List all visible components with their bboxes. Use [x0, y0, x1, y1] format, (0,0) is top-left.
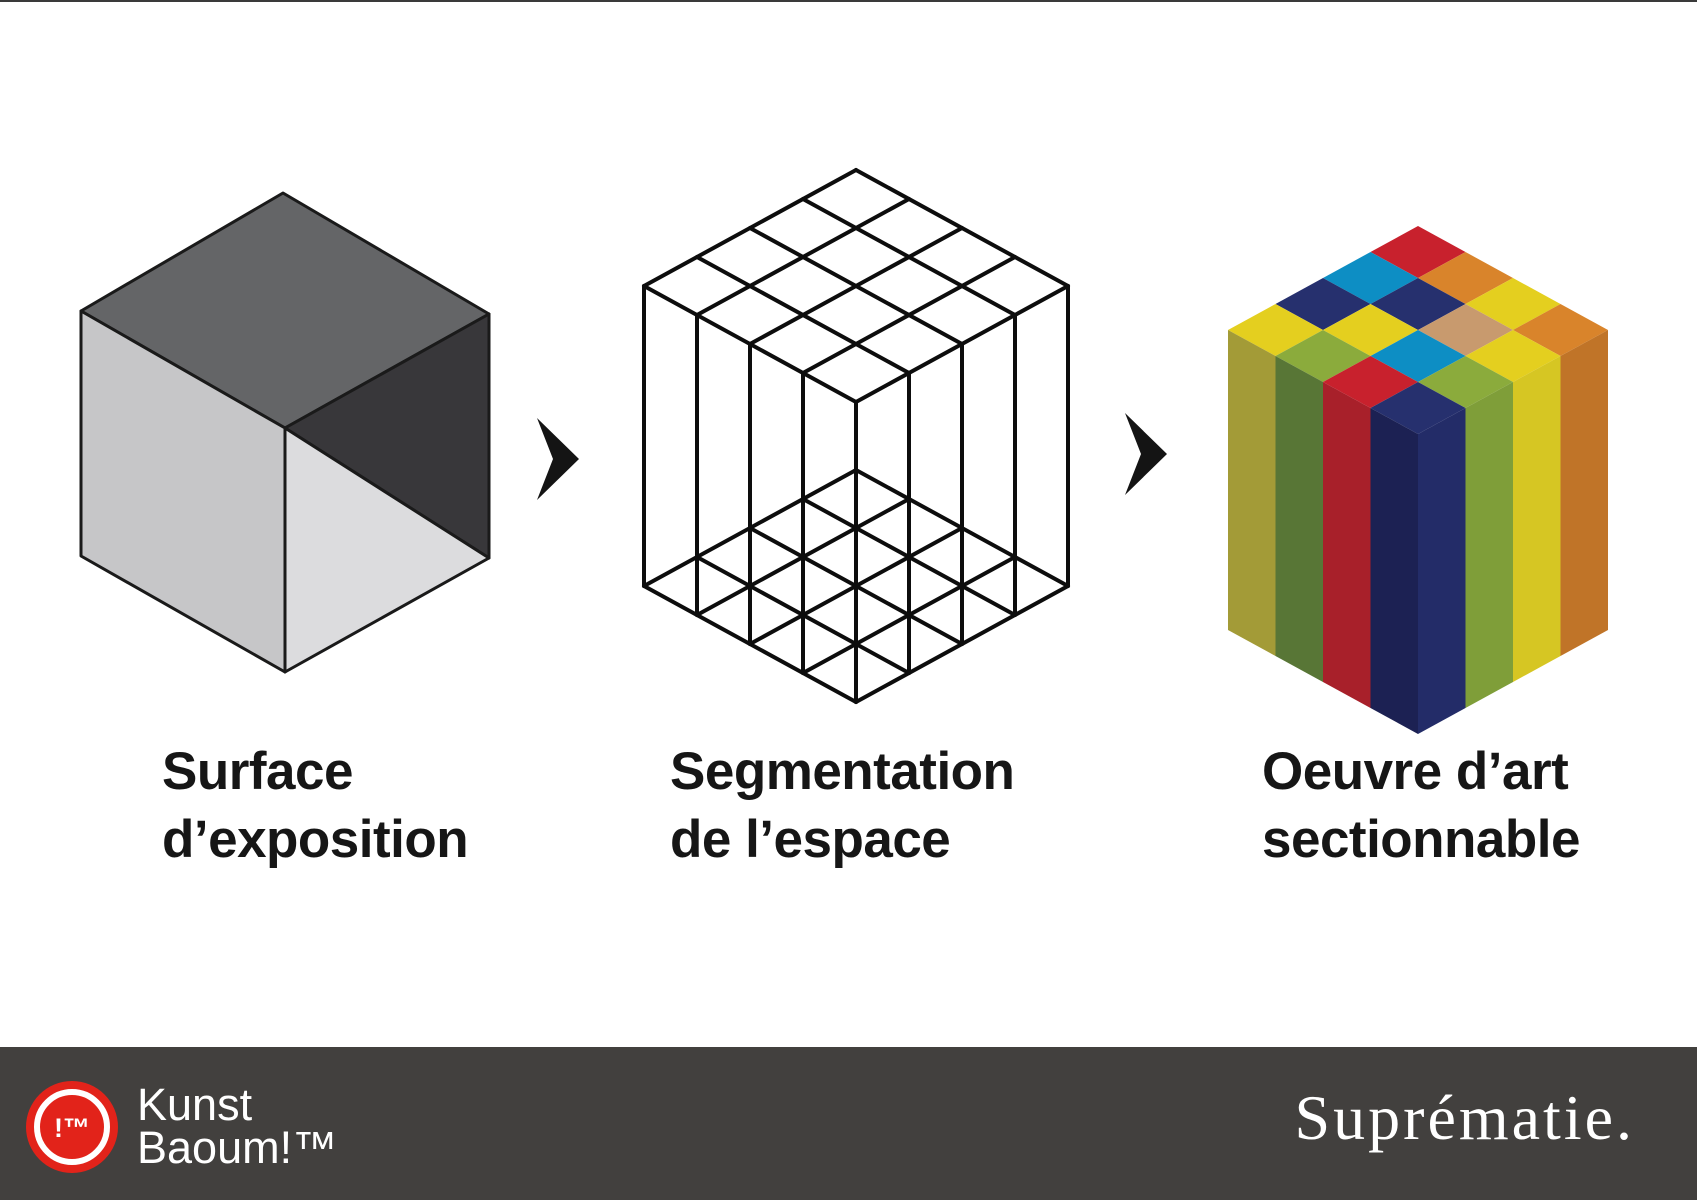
- chevron-right-icon: [537, 418, 579, 500]
- caption-line: Surface: [162, 742, 353, 801]
- kunst-baoum-logo-icon[interactable]: !™: [24, 1079, 120, 1175]
- brand-name: Suprématie.: [1294, 1082, 1635, 1153]
- process-diagram: [79, 168, 1608, 734]
- logo-line: Baoum!™: [137, 1122, 338, 1173]
- chevron-shape: [1125, 413, 1167, 495]
- top-grid-line: [854, 168, 1070, 288]
- caption-line: sectionnable: [1262, 810, 1580, 869]
- voxel-right-column: [1418, 408, 1466, 734]
- top-grid-line: [695, 255, 911, 375]
- top-grid-line: [748, 226, 964, 346]
- caption-line: d’exposition: [162, 810, 469, 869]
- chevron-right-icon: [1125, 413, 1167, 495]
- cube-right-light-face: [283, 426, 491, 674]
- caption-line: Segmentation: [670, 742, 1015, 801]
- caption-line: Oeuvre d’art: [1262, 742, 1569, 801]
- footer-bar: !™ Kunst Baoum!™ Suprématie.: [0, 1047, 1697, 1200]
- voxel-right-column: [1513, 356, 1561, 682]
- chevron-shape: [537, 418, 579, 500]
- voxel-left-column: [1228, 330, 1276, 656]
- logo-badge-text: !™: [54, 1113, 90, 1143]
- wireframe-grid-cube-figure: [642, 168, 1070, 704]
- voxel-left-column: [1323, 382, 1371, 708]
- caption-line: de l’espace: [670, 810, 951, 869]
- step-caption-artwork: Oeuvre d’art sectionnable: [1262, 738, 1580, 874]
- voxel-right-column: [1465, 382, 1513, 708]
- solid-cube-figure: [79, 191, 491, 674]
- step-caption-surface: Surface d’exposition: [162, 738, 469, 874]
- colored-voxel-cube-figure: [1228, 226, 1608, 734]
- logo-wordmark[interactable]: Kunst Baoum!™: [137, 1079, 338, 1173]
- top-rule: [0, 0, 1697, 2]
- voxel-left-column: [1275, 356, 1323, 682]
- logo-line: Kunst: [137, 1079, 253, 1130]
- voxel-left-column: [1370, 408, 1418, 734]
- voxel-right-column: [1560, 330, 1608, 656]
- step-caption-segmentation: Segmentation de l’espace: [670, 738, 1015, 874]
- top-grid-line: [801, 197, 1017, 317]
